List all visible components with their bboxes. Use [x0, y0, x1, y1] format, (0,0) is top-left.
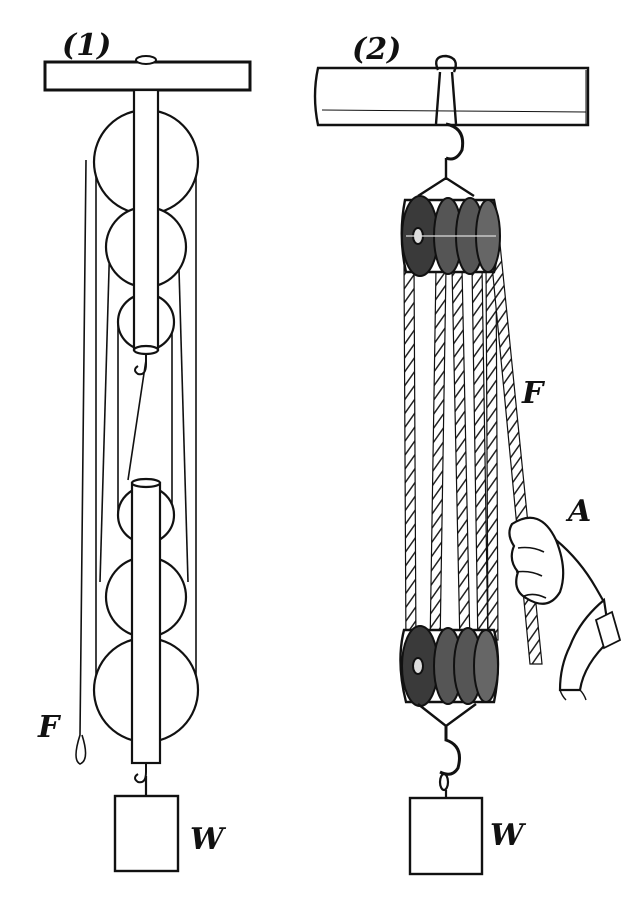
- hand-label: A: [568, 494, 592, 529]
- force-label-1: F: [38, 710, 60, 745]
- weight-box-1: [113, 794, 180, 873]
- force-label-2: F: [522, 376, 544, 411]
- upper-pulley-block-1: [92, 88, 200, 376]
- rope-strands-2: [403, 243, 543, 665]
- lower-tackle-block-2: [399, 625, 500, 798]
- hand-illustration: [508, 516, 622, 701]
- lower-hook: [134, 763, 147, 784]
- upper-strap: [132, 88, 160, 352]
- ceiling-beam-2: [313, 66, 590, 127]
- figure-1-label: (1): [62, 28, 112, 63]
- upper-tackle-block-2: [400, 176, 501, 277]
- weight-label-2: W: [490, 818, 524, 853]
- upper-hook: [134, 354, 147, 376]
- lower-sheave-d: [473, 629, 499, 703]
- lower-pulley-block-1: [92, 477, 200, 796]
- rope-system-1: [75, 159, 197, 765]
- ceiling-beam-1: [43, 55, 252, 92]
- figure-2-label: (2): [352, 32, 402, 67]
- weight-box-2: [408, 796, 484, 876]
- figure-1: [43, 55, 252, 873]
- weight-label-1: W: [190, 822, 224, 857]
- lower-strap: [130, 481, 162, 765]
- upper-sling-hook-2: [434, 54, 465, 180]
- figure-2: [313, 54, 622, 876]
